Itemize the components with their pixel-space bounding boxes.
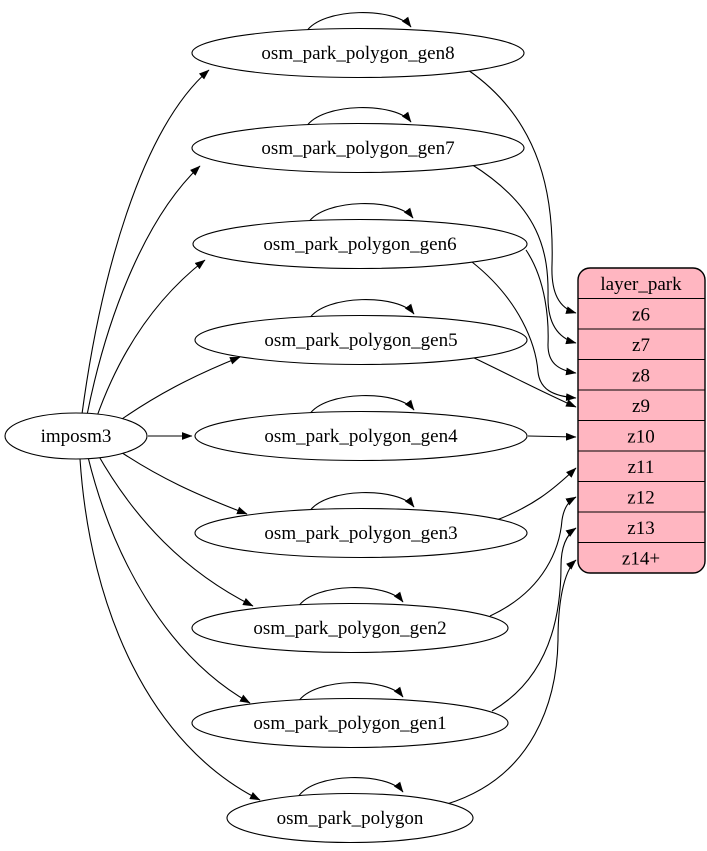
loop-base: [297, 777, 404, 798]
gen5-ellipse: [194, 314, 528, 366]
edge-imposm3-gen6: [95, 259, 206, 420]
edge-imposm3-gen1: [87, 456, 251, 704]
base-ellipse: [226, 792, 474, 844]
gen8-label: osm_park_polygon_gen8: [261, 43, 454, 64]
node-gen2: osm_park_polygon_gen2: [191, 602, 509, 654]
zoom-row-z10: z10: [627, 427, 654, 448]
gen6-label: osm_park_polygon_gen6: [263, 234, 456, 255]
gen8-ellipse: [191, 27, 525, 79]
loop-gen6: [307, 203, 414, 224]
edge-gen7-z7: [470, 163, 577, 345]
edge-gen3-z11: [493, 467, 577, 522]
zoom-row-z8: z8: [632, 366, 650, 387]
zoom-row-z14plus: z14+: [622, 549, 660, 570]
gen1-label: osm_park_polygon_gen1: [253, 713, 446, 734]
imposm3-label: imposm3: [41, 426, 112, 447]
zoom-row-z13: z13: [627, 518, 654, 539]
loop-gen2: [297, 587, 404, 608]
zoom-row-z12: z12: [627, 488, 654, 509]
node-gen1: osm_park_polygon_gen1: [191, 697, 509, 749]
edge-gen1-z13: [491, 527, 577, 712]
zoom-row-z6: z6: [632, 305, 650, 326]
node-gen8: osm_park_polygon_gen8: [191, 27, 525, 79]
loop-gen7: [305, 107, 412, 128]
loop-gen3: [308, 492, 415, 513]
node-gen5: osm_park_polygon_gen5: [194, 314, 528, 366]
gen4-ellipse: [194, 410, 528, 462]
loop-gen4: [308, 395, 415, 416]
gen2-label: osm_park_polygon_gen2: [253, 618, 446, 639]
edges-self-loops: [297, 12, 415, 798]
layer-park-title: layer_park: [600, 274, 682, 295]
node-gen4: osm_park_polygon_gen4: [194, 410, 528, 462]
edge-base-z14plus: [446, 559, 577, 805]
gen3-ellipse: [194, 507, 528, 559]
gen7-ellipse: [191, 122, 525, 174]
gen2-ellipse: [191, 602, 509, 654]
edge-imposm3-base: [79, 458, 261, 801]
loop-gen1: [297, 682, 404, 703]
gen6-ellipse: [192, 218, 528, 270]
node-gen7: osm_park_polygon_gen7: [191, 122, 525, 174]
edge-gen2-z12: [489, 496, 577, 617]
edge-gen6-z8: [525, 249, 577, 376]
edge-gen5-z9: [467, 354, 577, 408]
edge-gen6-z9: [471, 261, 577, 402]
edge-gen8-z6: [467, 69, 577, 314]
loop-gen5: [308, 299, 415, 320]
base-label: osm_park_polygon: [277, 808, 424, 829]
imposm3-ellipse: [4, 412, 148, 460]
gen4-label: osm_park_polygon_gen4: [264, 426, 458, 447]
node-gen3: osm_park_polygon_gen3: [194, 507, 528, 559]
layer-park-node: layer_park z6 z7 z8 z9 z10 z11 z12 z13 z…: [577, 267, 706, 574]
zoom-row-z9: z9: [632, 396, 650, 417]
node-osm-park-polygon: osm_park_polygon: [226, 792, 474, 844]
edges-imposm: [79, 69, 261, 801]
gen5-label: osm_park_polygon_gen5: [264, 330, 457, 351]
edge-imposm3-gen2: [96, 452, 254, 607]
zoom-row-z11: z11: [628, 457, 655, 478]
gen3-label: osm_park_polygon_gen3: [264, 523, 457, 544]
edge-imposm3-gen3: [111, 445, 248, 515]
edge-imposm3-gen5: [111, 356, 241, 427]
node-imposm3: imposm3: [4, 412, 148, 460]
edges-zoom-mappings: [446, 69, 577, 805]
edge-imposm3-gen7: [86, 165, 201, 416]
loop-gen8: [305, 12, 412, 33]
gen7-label: osm_park_polygon_gen7: [261, 138, 454, 159]
edge-imposm3-gen8: [81, 69, 210, 415]
node-gen6: osm_park_polygon_gen6: [192, 218, 528, 270]
zoom-row-z7: z7: [632, 335, 650, 356]
gen1-ellipse: [191, 697, 509, 749]
edge-gen4-z10: [527, 432, 577, 441]
